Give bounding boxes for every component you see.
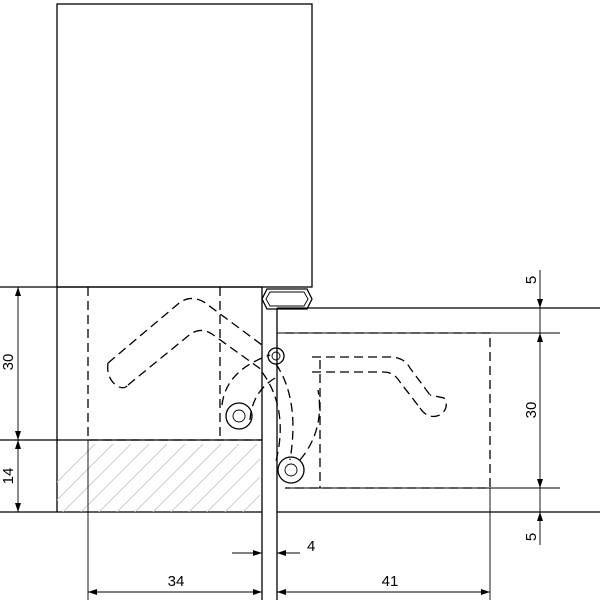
- dim-right-top: 5: [523, 276, 540, 284]
- hinge-pocket-right: [285, 332, 491, 489]
- dimension-gap: [232, 550, 300, 556]
- frame-left: [0, 286, 263, 600]
- frame-right: [276, 307, 600, 600]
- hatched-section: [57, 444, 260, 512]
- hinge-cap: [261, 288, 313, 310]
- hinge-arm-left-lower: [221, 354, 276, 430]
- dim-left-upper: 30: [0, 354, 17, 371]
- dimension-bottom: [87, 440, 491, 600]
- dim-right-bottom: 5: [523, 533, 540, 541]
- dim-right-depth: 41: [382, 573, 399, 590]
- dimension-right-vertical: [537, 270, 543, 545]
- door-leaf: [56, 3, 313, 288]
- dim-gap: 4: [307, 538, 315, 555]
- hinge-pivot: [261, 347, 294, 466]
- dimension-left-vertical: [15, 287, 21, 512]
- hinge-pocket-left: [87, 287, 262, 441]
- dim-left-depth: 34: [168, 573, 185, 590]
- hinge-arm-right: [312, 356, 447, 418]
- hinge-arm-lower: [277, 389, 321, 484]
- dim-left-lower: 14: [0, 468, 17, 485]
- dim-right-middle: 30: [523, 402, 540, 419]
- hinge-arm-left: [107, 297, 263, 389]
